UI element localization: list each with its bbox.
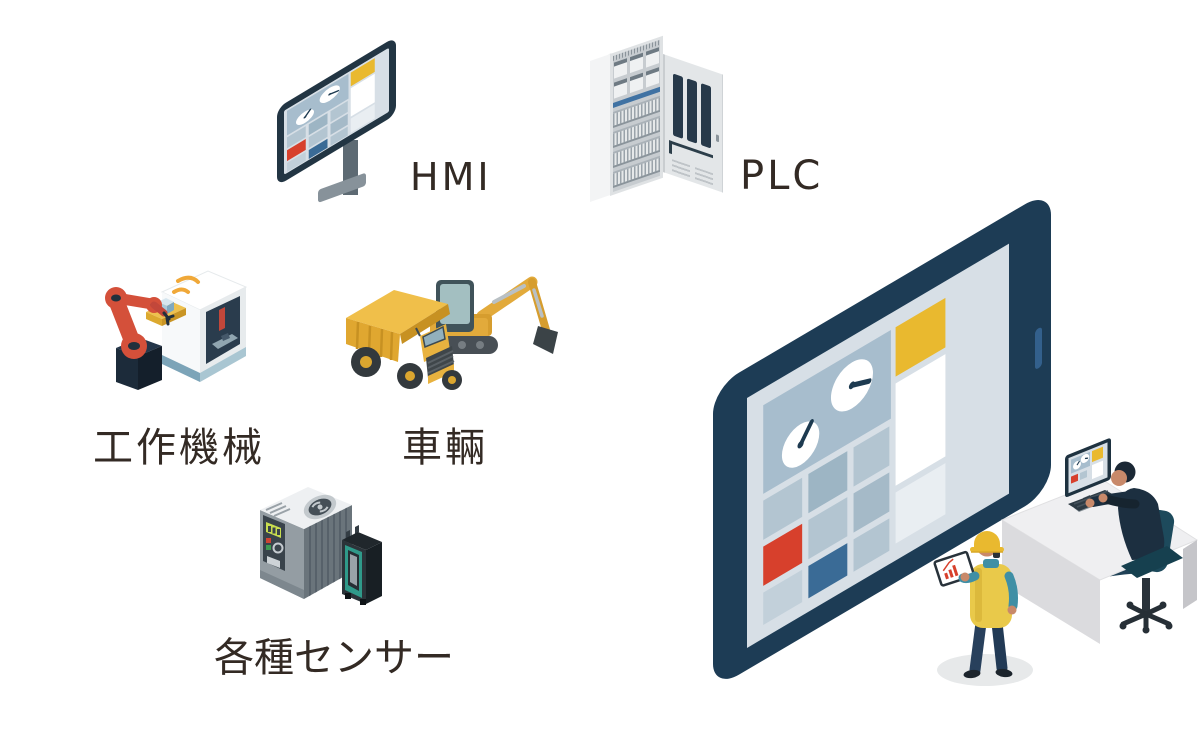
tablet-side-button xyxy=(1035,326,1042,371)
machine-tool-illustration xyxy=(105,270,248,390)
floor-shadow xyxy=(937,654,1033,686)
door-handle xyxy=(716,134,719,143)
inverter xyxy=(260,487,352,599)
robot-arm xyxy=(105,287,175,390)
plc-cabinet-illustration xyxy=(588,28,740,228)
hmi-label: HMI xyxy=(410,155,492,199)
hmi-screen xyxy=(284,47,389,175)
plc-cabinet-side xyxy=(590,53,611,202)
seated-operator xyxy=(1085,461,1165,560)
sensors-label: 各種センサー xyxy=(214,635,454,681)
office-chair xyxy=(1119,546,1183,634)
hmi-monitor-illustration xyxy=(277,36,396,186)
proximity-sensor xyxy=(342,525,382,605)
desk-monitor xyxy=(1065,438,1111,512)
hmi-monitor-stand-base xyxy=(318,172,366,203)
hmi-dashboard-graphic xyxy=(284,47,389,175)
tablet-dashboard-illustration xyxy=(713,188,1051,691)
operators-scene xyxy=(933,438,1199,686)
wifi-signal-icon xyxy=(172,275,200,294)
plc-label: PLC xyxy=(740,153,824,199)
vehicles-illustration xyxy=(346,276,558,390)
vehicles-label: 車輛 xyxy=(402,425,488,471)
plc-cabinet-interior xyxy=(610,35,663,196)
excavator xyxy=(430,276,558,354)
dump-truck xyxy=(346,290,462,390)
machine-tools-label: 工作機械 xyxy=(93,425,265,471)
worker-with-tablet xyxy=(933,531,1018,679)
cnc-machine xyxy=(160,270,248,382)
sensors-illustration xyxy=(260,487,382,605)
tablet-screen xyxy=(747,243,1009,648)
tablet-dashboard-graphic xyxy=(757,273,975,633)
plc-cabinet-door xyxy=(663,54,723,193)
